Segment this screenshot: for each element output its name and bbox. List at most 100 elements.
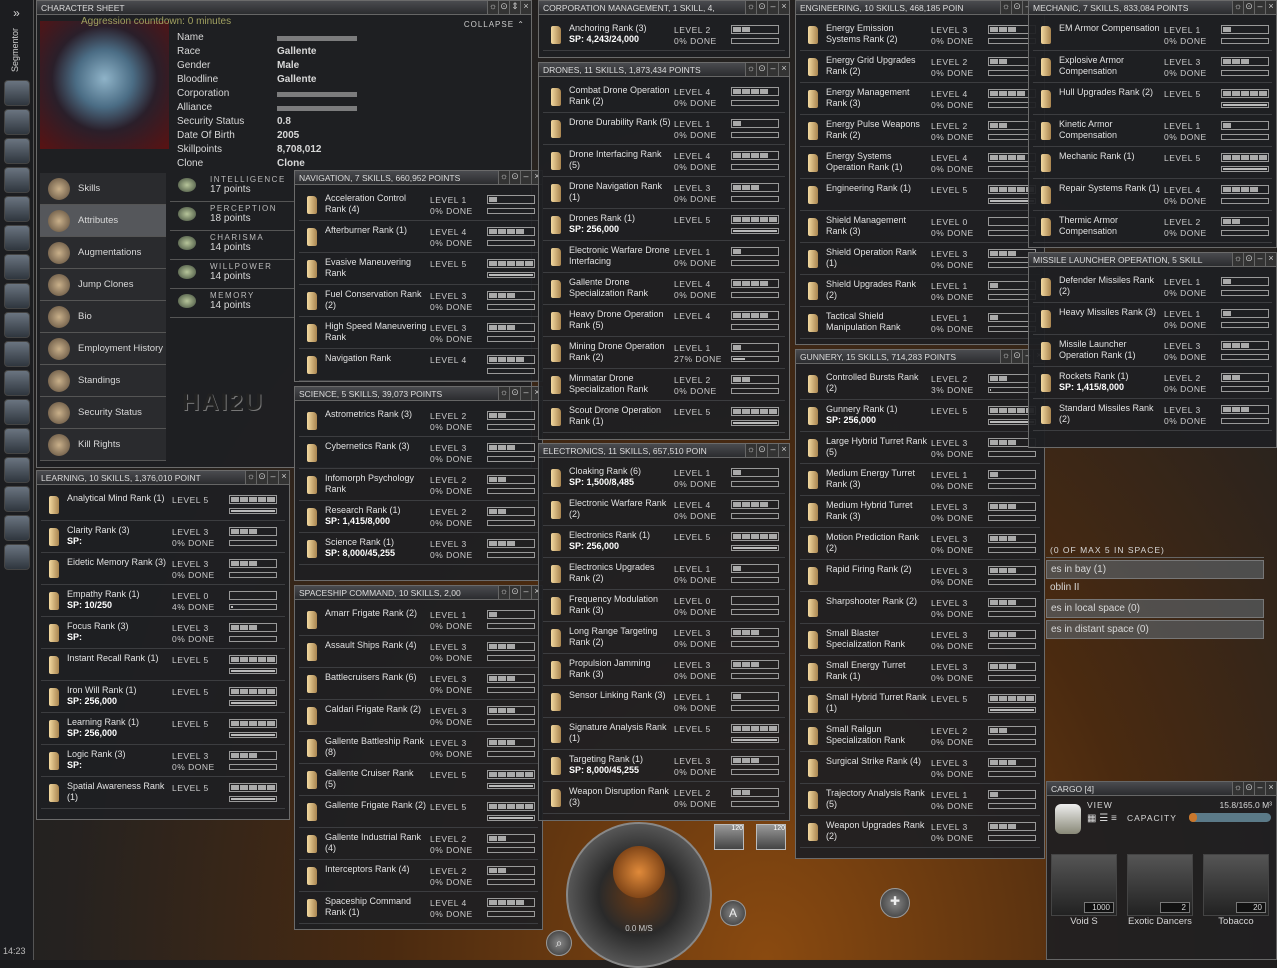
close-icon[interactable]: ×: [520, 1, 531, 14]
options-icon[interactable]: ☼: [1000, 350, 1011, 363]
menu-item-employment-history[interactable]: Employment History: [40, 333, 166, 365]
window-header[interactable]: CORPORATION MANAGEMENT, 1 SKILL, 4,☼⊙–×: [539, 1, 789, 15]
help-icon[interactable]: [4, 399, 30, 426]
pin-icon[interactable]: ⊙: [1011, 1, 1022, 14]
options-icon[interactable]: ☼: [1232, 782, 1243, 795]
portrait-icon[interactable]: [4, 544, 30, 571]
skill-row[interactable]: Analytical Mind Rank (1)LEVEL 5: [41, 489, 285, 521]
pin-icon[interactable]: ⊙: [509, 171, 520, 184]
menu-item-attributes[interactable]: Attributes: [40, 205, 166, 237]
skill-row[interactable]: Signature Analysis Rank (1)LEVEL 5: [543, 718, 785, 750]
window-header[interactable]: ELECTRONICS, 11 SKILLS, 657,510 POIN☼⊙–×: [539, 444, 789, 458]
close-icon[interactable]: ×: [778, 1, 789, 14]
channels-icon[interactable]: [4, 428, 30, 455]
minimize-icon[interactable]: –: [767, 63, 778, 76]
skill-row[interactable]: Energy Systems Operation Rank (1)LEVEL 4…: [800, 147, 1040, 179]
close-icon[interactable]: ×: [1265, 253, 1276, 266]
pin-icon[interactable]: ⊙: [756, 1, 767, 14]
character-icon[interactable]: [4, 80, 30, 107]
pin-icon[interactable]: ⊙: [1011, 350, 1022, 363]
window-header[interactable]: GUNNERY, 15 SKILLS, 714,283 POINTS☼⊙–×: [796, 350, 1044, 364]
options-icon[interactable]: ☼: [1232, 253, 1243, 266]
skill-row[interactable]: Gallente Frigate Rank (2)LEVEL 5: [299, 796, 538, 828]
skill-row[interactable]: Small Hybrid Turret Rank (1)LEVEL 5: [800, 688, 1040, 720]
skill-row[interactable]: Gallente Cruiser Rank (5)LEVEL 5: [299, 764, 538, 796]
close-icon[interactable]: ×: [1265, 782, 1276, 795]
close-icon[interactable]: ×: [278, 471, 289, 484]
skill-row[interactable]: Heavy Drone Operation Rank (5)LEVEL 4: [543, 305, 785, 337]
close-icon[interactable]: ×: [1265, 1, 1276, 14]
minimize-icon[interactable]: ⇕: [509, 1, 520, 14]
options-icon[interactable]: ☼: [245, 471, 256, 484]
drones-in-bay-group[interactable]: es in bay (1): [1046, 560, 1264, 579]
expand-icon[interactable]: »: [13, 6, 20, 20]
assets-icon[interactable]: [4, 225, 30, 252]
menu-item-skills[interactable]: Skills: [40, 173, 166, 205]
options-icon[interactable]: ☼: [745, 1, 756, 14]
drones-local-group[interactable]: es in local space (0): [1046, 599, 1264, 618]
module-slot-2[interactable]: 120: [756, 824, 786, 850]
pin-icon[interactable]: ⊙: [1243, 782, 1254, 795]
minimize-icon[interactable]: –: [1022, 1, 1033, 14]
minimize-icon[interactable]: –: [520, 387, 531, 400]
science-icon[interactable]: [4, 341, 30, 368]
window-header[interactable]: MISSILE LAUNCHER OPERATION, 5 SKILL☼⊙–×: [1029, 253, 1276, 267]
mail-icon[interactable]: [4, 109, 30, 136]
window-header[interactable]: LEARNING, 10 SKILLS, 1,376,010 POINT☼⊙–×: [37, 471, 289, 485]
window-header[interactable]: DRONES, 11 SKILLS, 1,873,434 POINTS☼⊙–×: [539, 63, 789, 77]
close-icon[interactable]: ×: [531, 586, 542, 599]
close-icon[interactable]: ×: [778, 63, 789, 76]
options-icon[interactable]: ☼: [498, 586, 509, 599]
window-header[interactable]: ENGINEERING, 10 SKILLS, 468,185 POIN☼⊙–×: [796, 1, 1044, 15]
map-icon[interactable]: [4, 196, 30, 223]
people-icon[interactable]: [4, 283, 30, 310]
options-icon[interactable]: ☼: [745, 444, 756, 457]
minimize-icon[interactable]: –: [520, 586, 531, 599]
notepad-icon[interactable]: [4, 138, 30, 165]
skill-row[interactable]: Missile Launcher Operation Rank (1)LEVEL…: [1033, 335, 1272, 367]
minimize-icon[interactable]: –: [520, 171, 531, 184]
